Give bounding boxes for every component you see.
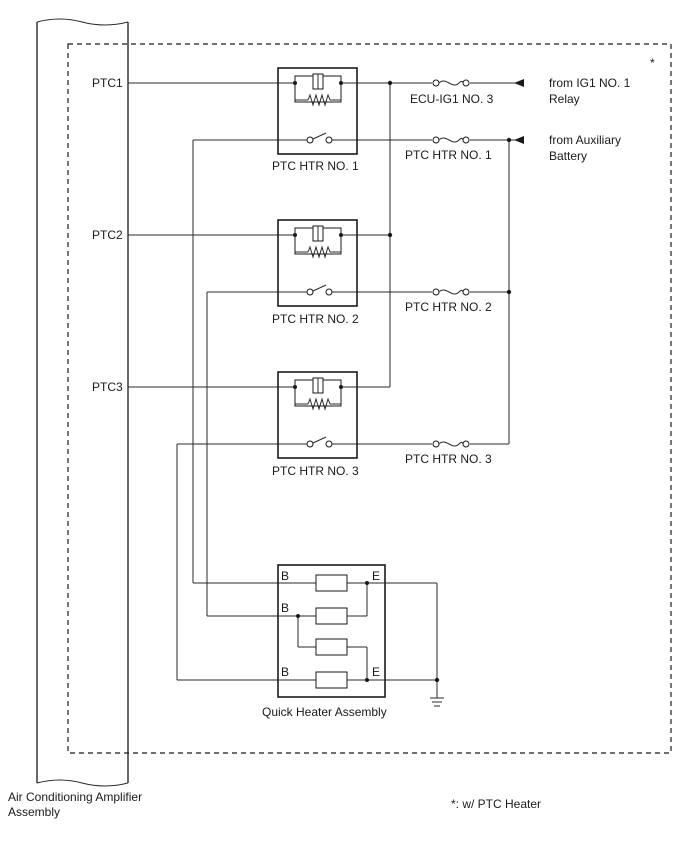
asterisk-mark: * [650, 56, 655, 70]
fuse-ecu-ig1-symbol [432, 79, 470, 87]
fuse-ptc-htr-3-label: PTC HTR NO. 3 [405, 452, 492, 466]
fuse-ptc-htr-3-symbol [432, 440, 470, 448]
aux-source-label-line2: Battery [549, 149, 587, 163]
amplifier-label-line2: Assembly [8, 805, 60, 819]
quick-heater-pin-b1: B [281, 569, 289, 583]
relay-ptc-htr-3 [277, 371, 358, 459]
quick-heater-pin-e1: E [372, 569, 380, 583]
terminal-ptc1-label: PTC1 [92, 76, 123, 90]
quick-heater-pin-b2: B [281, 601, 289, 615]
ig1-source-label-line1: from IG1 NO. 1 [549, 76, 631, 90]
aux-battery-source-arrow [514, 136, 524, 144]
junction-dots [387, 80, 512, 683]
ground-icon [430, 697, 444, 707]
terminal-ptc3-label: PTC3 [92, 380, 123, 394]
aux-source-label-line1: from Auxiliary [549, 133, 621, 147]
quick-heater-pin-e2: E [372, 665, 380, 679]
relay-ptc-htr-3-label: PTC HTR NO. 3 [272, 464, 359, 478]
relay-ptc-htr-2 [277, 219, 358, 307]
quick-heater-assembly [277, 564, 386, 698]
ig1-source-label-line2: Relay [549, 92, 580, 106]
amplifier-assembly [36, 18, 129, 787]
quick-heater-pin-b3: B [281, 665, 289, 679]
fuse-ptc-htr-1-symbol [432, 136, 470, 144]
fuse-ptc-htr-1-label: PTC HTR NO. 1 [405, 148, 492, 162]
ig1-source-arrow [514, 79, 524, 87]
fuse-ptc-htr-2-symbol [432, 288, 470, 296]
relay-ptc-htr-2-label: PTC HTR NO. 2 [272, 312, 359, 326]
fuse-ptc-htr-2-label: PTC HTR NO. 2 [405, 300, 492, 314]
relay-ptc-htr-1 [277, 67, 358, 155]
quick-heater-label: Quick Heater Assembly [262, 705, 387, 719]
fuse-ecu-ig1-label: ECU-IG1 NO. 3 [410, 92, 494, 106]
ptc-heater-area-boundary [67, 43, 672, 754]
relay-ptc-htr-1-label: PTC HTR NO. 1 [272, 159, 359, 173]
terminal-ptc2-label: PTC2 [92, 228, 123, 242]
amplifier-label-line1: Air Conditioning Amplifier [8, 790, 142, 804]
footnote-ptc-heater: *: w/ PTC Heater [451, 797, 541, 811]
